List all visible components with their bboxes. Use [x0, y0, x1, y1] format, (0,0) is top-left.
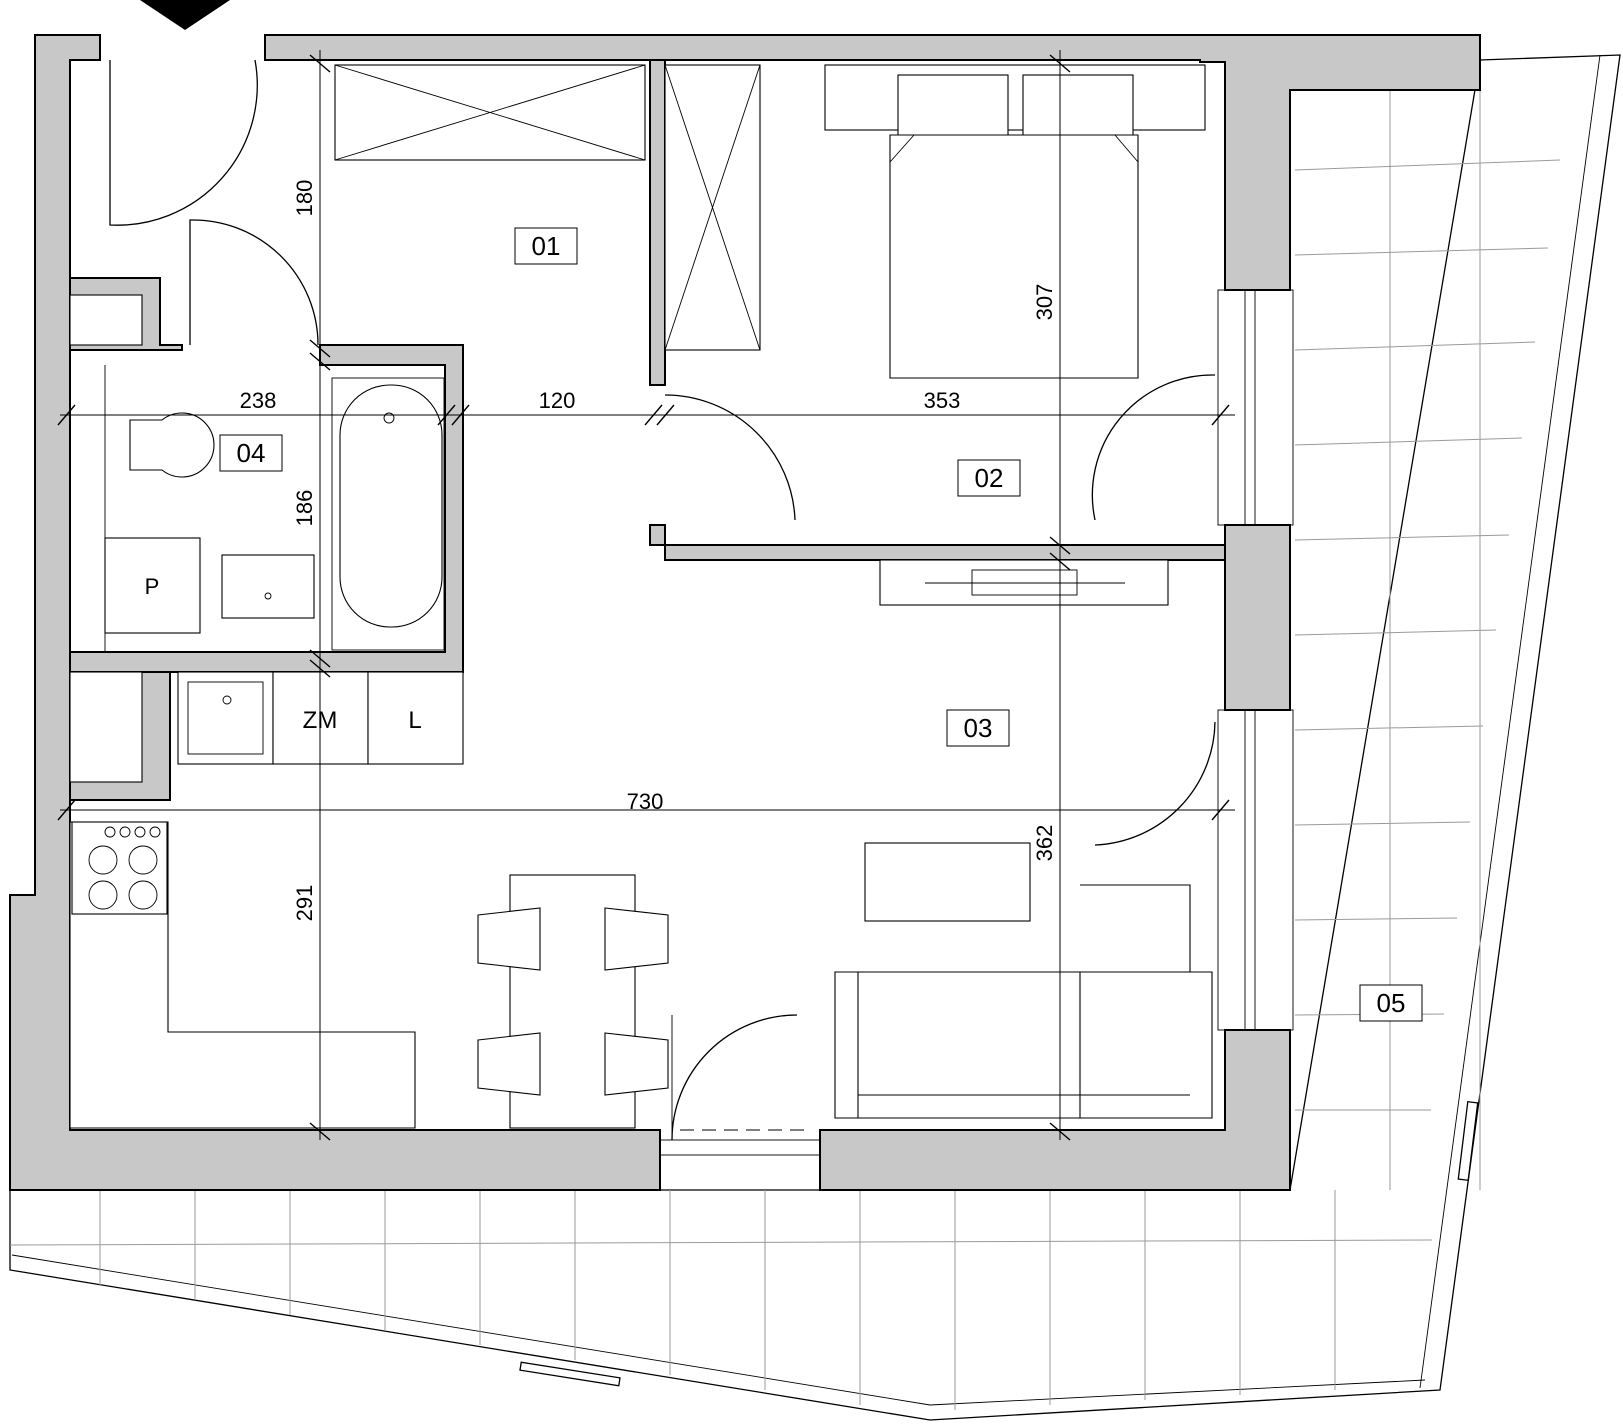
- dimension-lines: 238 120 353 730 180 186 291 307 362: [57, 50, 1235, 1141]
- laundry-label: P: [145, 574, 160, 599]
- bed-headboard: [824, 64, 1206, 131]
- dim-corridor-width: 120: [539, 388, 576, 413]
- bathtub: [339, 384, 443, 628]
- room-03: ZM L: [69, 559, 1294, 1156]
- dim-bath-width: 238: [240, 388, 277, 413]
- bedroom-door-swing[interactable]: [664, 394, 796, 521]
- dim-bedroom-depth: 307: [1032, 284, 1057, 321]
- double-bed: [889, 134, 1139, 379]
- cooktop: [71, 821, 168, 915]
- fridge-label: L: [408, 707, 421, 734]
- dim-bedroom-width: 353: [924, 388, 961, 413]
- tv-cabinet: [879, 559, 1169, 606]
- living-balcony-door-swing[interactable]: [1094, 721, 1216, 846]
- room-label-01: 01: [532, 231, 561, 261]
- room-label-05: 05: [1377, 988, 1406, 1018]
- dim-kitchen-depth: 291: [292, 885, 317, 922]
- room-label-04: 04: [237, 438, 266, 468]
- chair: [477, 1032, 541, 1096]
- bathroom-door-swing[interactable]: [189, 219, 319, 346]
- chair: [604, 907, 669, 971]
- entrance-arrow-icon: [140, 0, 230, 30]
- fridge: [367, 671, 464, 765]
- toilet: [129, 412, 215, 478]
- entry-door-swing[interactable]: [109, 59, 258, 226]
- chair: [477, 907, 541, 971]
- dim-living-depth: 362: [1032, 825, 1057, 862]
- room-label-02: 02: [975, 463, 1004, 493]
- sofa: [834, 884, 1213, 1119]
- terrace-door-swing[interactable]: [671, 1014, 798, 1141]
- room-01: 01: [109, 59, 646, 346]
- bedroom-balcony-door-swing[interactable]: [1091, 374, 1216, 521]
- coffee-table: [864, 842, 1031, 922]
- chair: [604, 1032, 669, 1096]
- kitchen-sink: [177, 671, 274, 765]
- dim-bath-depth: 186: [292, 490, 317, 527]
- room-04: P 04: [104, 365, 445, 652]
- laundry-box: [104, 537, 201, 634]
- dim-living-width: 730: [627, 789, 664, 814]
- bathroom-sink: [221, 554, 315, 619]
- room-02: 02: [664, 64, 1294, 526]
- room-label-03: 03: [964, 713, 993, 743]
- dim-entry-depth: 180: [292, 180, 317, 217]
